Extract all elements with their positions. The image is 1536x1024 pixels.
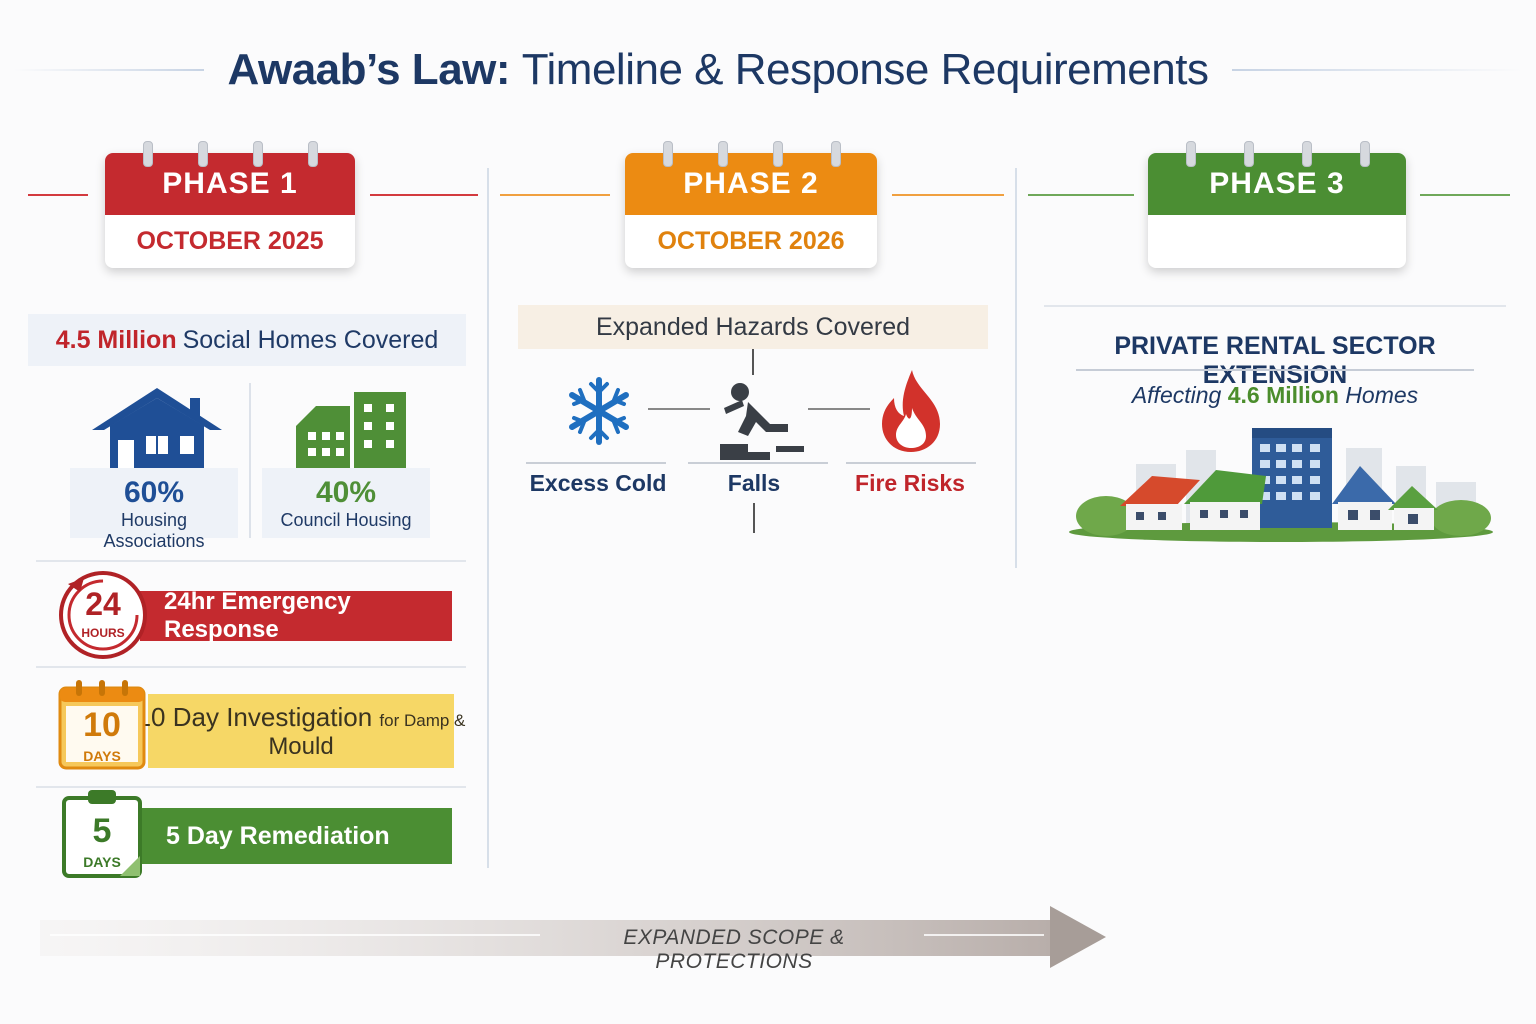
scope-arrow [40,904,1110,975]
title-line-left [13,69,204,71]
stat-value: 40% [315,476,377,509]
clipboard-icon: 5 DAYS [62,788,144,878]
page-title: Awaab’s Law: Timeline & Response Require… [228,45,1209,95]
hazards-heading: Expanded Hazards Covered [518,305,988,349]
homes-covered-number: 4.5 Million [55,325,177,354]
timeline-line-p2-left [500,194,610,196]
homes-covered-text: Social Homes Covered [182,325,439,354]
binder-ring [253,141,263,167]
investigation-line1: 10 Day Investigation for Damp & [137,702,466,733]
affecting-prefix: Affecting [1131,382,1222,408]
binder-ring [1302,141,1312,167]
row-separator [36,560,466,562]
binder-ring [1186,141,1196,167]
phase3-separator [1044,305,1506,307]
timeline-line-p3-left [1028,194,1134,196]
hazard-label-falls: Falls [727,470,781,496]
investigation-bar: 10 Day Investigation for Damp & Mould [137,694,465,768]
phase1-date: OCTOBER 2025 [136,227,324,255]
binder-ring [718,141,728,167]
falling-person-icon [718,380,806,465]
title-bold: Awaab’s Law: [227,45,511,94]
binder-ring [663,141,673,167]
title-bar: Awaab’s Law: Timeline & Response Require… [0,40,1536,100]
timeline-line-p1-left [28,194,88,196]
binder-ring [198,141,208,167]
binder-ring [308,141,318,167]
badge-number: 5 [92,812,112,850]
phase3-date [1148,215,1406,268]
hazard-underline [688,462,828,464]
binder-ring [1244,141,1254,167]
emergency-response-bar: 24hr Emergency Response [140,588,452,643]
hazard-underline [526,462,666,464]
badge-number: 10 [83,706,121,744]
hazard-underline [846,462,976,464]
investigation-text: 10 Day Investigation [136,701,373,732]
connector-line [752,349,754,375]
affecting-suffix: Homes [1345,382,1419,408]
connector-line [648,408,710,410]
binder-ring [1360,141,1370,167]
connector-line [808,408,870,410]
badge-unit: DAYS [83,748,121,764]
binder-ring [143,141,153,167]
stat-housing-associations: 60% Housing Associations [70,468,238,551]
snowflake-icon [566,376,632,451]
flame-icon [876,368,946,459]
arrow-highlight [924,934,1044,936]
stat-value: 60% [123,476,185,509]
stat-divider [249,383,251,538]
apartment-building-icon [288,392,410,477]
stat-council-housing: 40% Council Housing [262,468,430,538]
row-separator [36,786,466,788]
arrow-highlight [50,934,540,936]
house-icon [88,386,226,477]
affecting-number: 4.6 Million [1227,382,1339,408]
hazard-label-fire-risks: Fire Risks [855,470,965,496]
badge-number: 24 [85,586,121,622]
hazard-label-excess-cold: Excess Cold [529,470,667,496]
stopwatch-icon: 24 HOURS [58,570,148,660]
timeline-line-p2-right [892,194,1004,196]
column-divider-1 [487,168,489,868]
title-rest: Timeline & Response Requirements [521,45,1209,94]
private-rental-heading: PRIVATE RENTAL SECTOR EXTENSION [1114,332,1436,389]
title-line-right [1232,69,1523,71]
stat-label: Housing Associations [103,510,205,551]
calendar-icon: 10 DAYS [58,680,146,770]
binder-ring [773,141,783,167]
stat-label: Council Housing [280,510,412,530]
row-separator [36,666,466,668]
phase2-calendar-card: PHASE 2 OCTOBER 2026 [625,141,877,268]
phase1-calendar-card: PHASE 1 OCTOBER 2025 [105,141,355,268]
timeline-line-p3-right [1420,194,1510,196]
investigation-tail: Mould [268,732,334,760]
badge-unit: HOURS [81,626,125,640]
column-divider-2 [1015,168,1017,568]
heading-underline [1076,369,1474,371]
affecting-homes-text: Affecting 4.6 Million Homes [1044,382,1506,409]
binder-ring [831,141,841,167]
connector-line [753,503,755,533]
phase2-date: OCTOBER 2026 [657,227,845,255]
phase3-calendar-card: PHASE 3 [1148,141,1406,268]
remediation-text: 5 Day Remediation [166,821,390,850]
emergency-response-text: 24hr Emergency Response [164,588,351,643]
homes-covered-banner: 4.5 Million Social Homes Covered [28,314,466,366]
badge-unit: DAYS [83,854,121,870]
timeline-line-p1-right [370,194,478,196]
remediation-bar: 5 Day Remediation [140,808,452,864]
investigation-small-text: for Damp & [379,710,466,730]
neighborhood-illustration [1066,420,1496,549]
scope-arrow-label: EXPANDED SCOPE & PROTECTIONS [623,926,845,973]
